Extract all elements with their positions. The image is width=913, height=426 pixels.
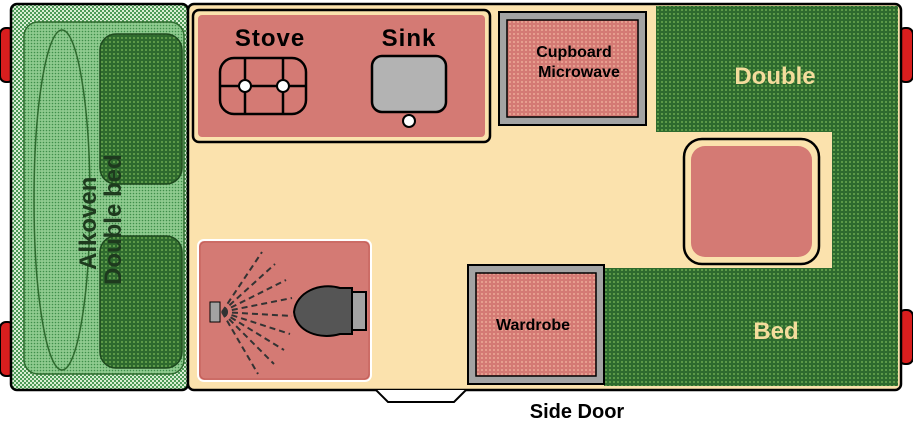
shower-icon: [209, 251, 293, 375]
cupboard-microwave: [498, 11, 647, 126]
stove-label: Stove: [235, 25, 305, 52]
sink-icon: [370, 54, 448, 128]
double-bed: [604, 6, 898, 386]
side-door-label: Side Door: [530, 401, 625, 421]
alkoven-label-line2: Double bed: [100, 154, 127, 285]
side-door-step: [375, 389, 467, 403]
alkoven-bed-area: Alkoven Double bed: [9, 2, 190, 392]
alkoven-label-line1: Alkoven: [75, 177, 102, 270]
bed-label: Bed: [753, 318, 798, 345]
toilet-icon: [292, 285, 367, 337]
bathroom: [197, 239, 372, 382]
microwave-label: Microwave: [538, 64, 620, 81]
double-label: Double: [734, 63, 815, 90]
stove-icon: [218, 56, 308, 116]
wardrobe-label: Wardrobe: [496, 317, 570, 334]
cupboard-label: Cupboard: [536, 44, 612, 61]
wardrobe: [467, 264, 605, 385]
sink-label: Sink: [382, 25, 437, 52]
